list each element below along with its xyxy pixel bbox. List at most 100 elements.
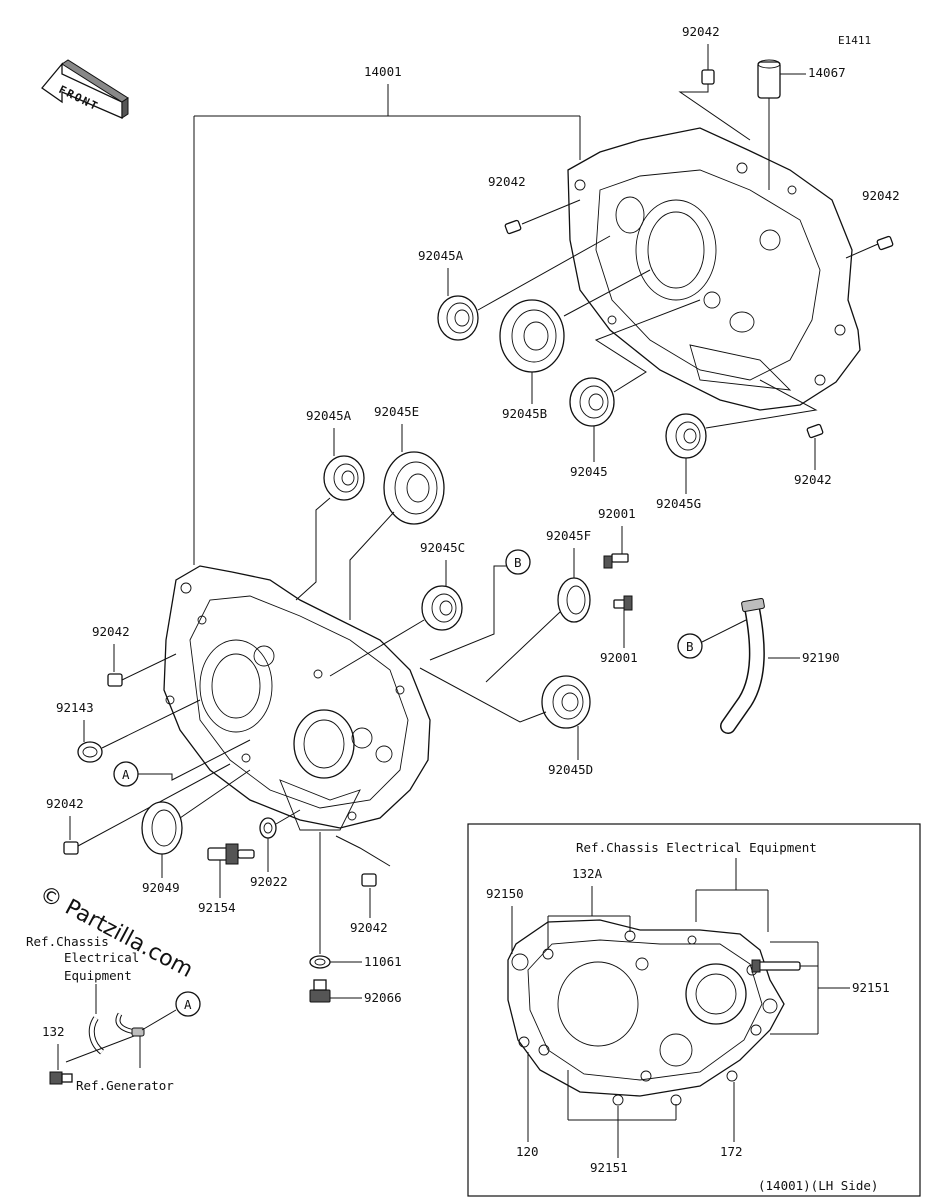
leader-92045 — [593, 299, 701, 462]
bearing-92045 — [569, 377, 615, 427]
leader-92042-mid — [521, 199, 581, 225]
leader-92042-left — [113, 644, 177, 681]
leader-callout-a — [138, 739, 251, 781]
label-92066: 92066 — [364, 990, 402, 1005]
label-92045E: 92045E — [374, 404, 419, 419]
label-92042-left: 92042 — [92, 624, 130, 639]
svg-text:A: A — [184, 997, 192, 1012]
dowel-pin-92042-left — [107, 673, 123, 687]
oil-seal-92049 — [141, 801, 183, 855]
inset-label-92150: 92150 — [486, 886, 524, 901]
leader-92045E — [349, 424, 403, 620]
inset-label-120: 120 — [516, 1144, 539, 1159]
bearing-92045A-mid — [323, 455, 365, 501]
leader-14001 — [193, 84, 581, 565]
label-92045A-mid: 92045A — [306, 408, 352, 423]
leader-92045A-mid — [295, 428, 335, 601]
leader-11061 — [319, 832, 362, 963]
inset-leader-92151-right — [770, 941, 850, 1035]
inset-label-92151-right: 92151 — [852, 980, 890, 995]
front-arrow-icon: FRONT — [41, 59, 129, 119]
inset-stud-bolt — [751, 959, 801, 973]
leader-92143 — [83, 699, 201, 749]
dowel-pin-92042-right — [876, 235, 894, 251]
label-92045: 92045 — [570, 464, 608, 479]
inset-leader-92151-bot — [567, 1070, 677, 1158]
svg-text:A: A — [122, 767, 130, 782]
label-11061: 11061 — [364, 954, 402, 969]
inset-crankcase-lh — [507, 919, 785, 1106]
leader-callout-b-hose — [701, 619, 747, 643]
leader-92042-bot — [335, 835, 391, 918]
label-92042-left2: 92042 — [46, 796, 84, 811]
label-92001-bot: 92001 — [600, 650, 638, 665]
bolt-132 — [49, 1071, 73, 1085]
dowel-pin-92042-bot — [361, 873, 377, 887]
label-14067: 14067 — [808, 65, 846, 80]
crankcase-right-half — [567, 127, 861, 411]
leader-92042-right — [845, 243, 879, 259]
leader-92045D — [419, 667, 579, 760]
inset-ref-text: Ref.Chassis Electrical Equipment — [576, 840, 817, 855]
wiring-lead — [88, 1012, 145, 1055]
label-92045A-top: 92045A — [418, 248, 464, 263]
leader-92045B — [531, 269, 651, 404]
washer-92022 — [259, 817, 277, 839]
diagram-code: E1411 — [838, 34, 871, 47]
label-ref-chassis-3: Equipment — [64, 968, 132, 983]
leader-92022 — [267, 809, 301, 872]
bearing-92045D — [541, 675, 591, 729]
collar-92143 — [77, 741, 103, 763]
callout-b-circle: B — [505, 549, 531, 575]
oil-seal-92045F — [557, 577, 591, 623]
leader-92049 — [161, 769, 251, 878]
inset-label-132A: 132A — [572, 866, 603, 881]
label-ref-generator: Ref.Generator — [76, 1078, 174, 1093]
crankcase-left-half — [163, 565, 431, 831]
dowel-pin-92042-mid — [504, 219, 522, 235]
label-92001-top: 92001 — [598, 506, 636, 521]
bearing-92045A-top — [437, 295, 479, 341]
sleeve-14067 — [757, 59, 781, 99]
label-92042-right: 92042 — [862, 188, 900, 203]
dowel-pin-92042-top — [701, 69, 715, 85]
callout-a-circle-wire: A — [175, 991, 201, 1017]
leader-inset-ref — [695, 858, 769, 932]
label-92042-bot: 92042 — [350, 920, 388, 935]
label-92045D: 92045D — [548, 762, 593, 777]
dowel-pin-92042-lowr — [806, 423, 824, 439]
callout-b-circle-hose: B — [677, 633, 703, 659]
drain-bolt-92066 — [309, 979, 331, 1003]
label-92022: 92022 — [250, 874, 288, 889]
leader-14067 — [768, 73, 806, 190]
leader-callout-a-wire — [65, 1009, 177, 1068]
label-92045C: 92045C — [420, 540, 465, 555]
leader-92045G — [685, 379, 818, 494]
label-92143: 92143 — [56, 700, 94, 715]
inset-frame — [467, 823, 921, 1197]
leader-callout-b — [429, 565, 506, 661]
bearing-92045G — [665, 413, 707, 459]
inset-leader-132A — [547, 886, 631, 950]
breather-hose-92190 — [720, 597, 765, 734]
bolt-92001-bot — [613, 595, 633, 611]
gasket-11061 — [309, 955, 331, 969]
label-14001: 14001 — [364, 64, 402, 79]
svg-text:B: B — [514, 555, 522, 570]
label-92049: 92049 — [142, 880, 180, 895]
dowel-pin-92042-left2 — [63, 841, 79, 855]
leader-92045A-top — [447, 235, 611, 311]
bolt-92001-top — [603, 553, 629, 569]
inset-label-172: 172 — [720, 1144, 743, 1159]
label-ref-chassis-2: Electrical — [64, 950, 139, 965]
label-92042-lowr: 92042 — [794, 472, 832, 487]
bearing-92045B — [499, 299, 565, 373]
bearing-92045C — [421, 585, 463, 631]
leader-92045C — [329, 560, 447, 677]
fitting-92154 — [207, 843, 255, 865]
inset-label-92151-bot: 92151 — [590, 1160, 628, 1175]
label-92042-top: 92042 — [682, 24, 720, 39]
bearing-92045E — [383, 451, 445, 525]
label-92045B: 92045B — [502, 406, 547, 421]
